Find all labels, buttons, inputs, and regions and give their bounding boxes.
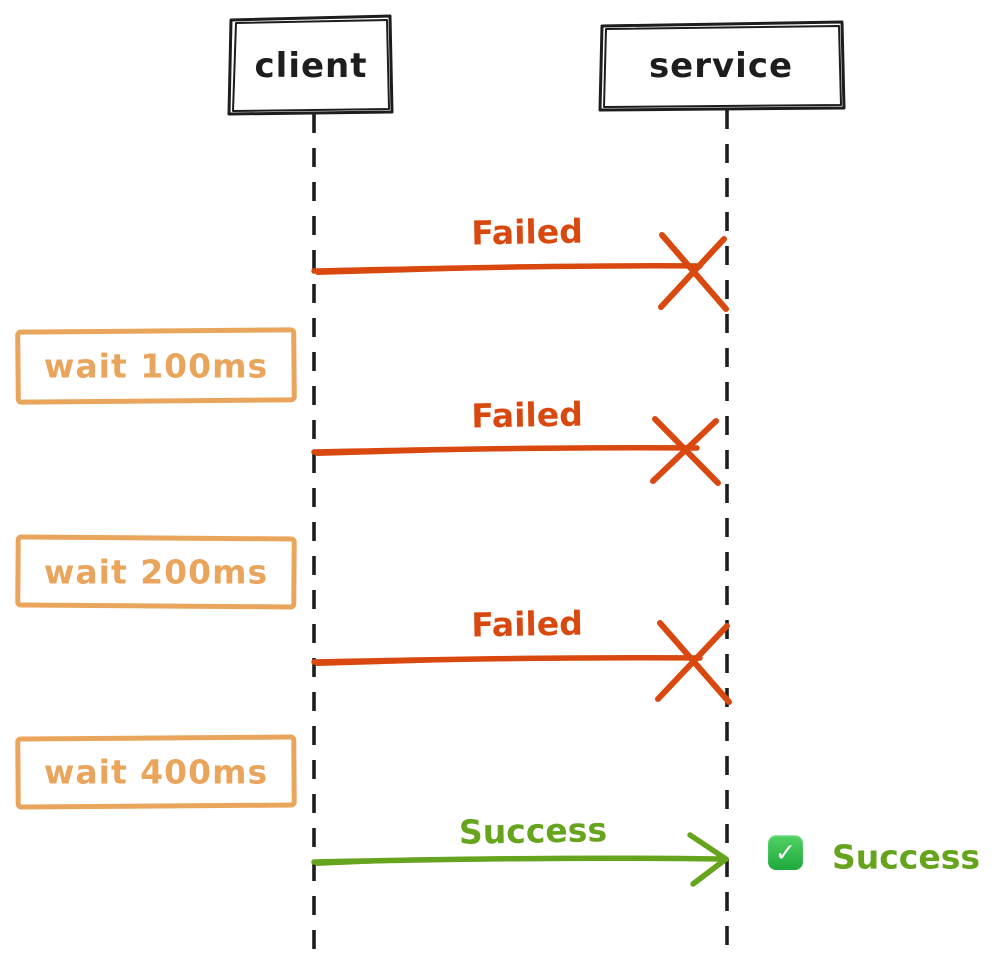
failed-arrow-1 [311,232,729,312]
service-actor-label: service [648,46,794,86]
failed-x-icon [650,416,721,486]
success-message-label: Success [458,810,608,852]
success-arrow [311,832,729,887]
failed-message-label-2: Failed [470,394,584,436]
client-actor-label: client [254,46,368,86]
check-mark-icon: ✓ [768,835,803,870]
failed-message-label-3: Failed [470,603,584,645]
client-actor-box [227,14,394,116]
wait-label-2: wait 200ms [43,552,269,592]
failed-arrow-3 [311,620,732,705]
wait-label-3: wait 400ms [43,752,269,792]
failed-x-icon [655,620,732,705]
check-glyph: ✓ [775,838,796,867]
failed-x-icon [658,232,729,312]
success-result-label: Success [831,837,981,877]
wait-box-2 [15,534,297,610]
failed-arrow-2 [311,416,721,486]
wait-label-1: wait 100ms [43,346,269,386]
wait-box-1 [15,327,297,405]
failed-message-label-1: Failed [470,211,584,253]
wait-box-3 [15,734,297,810]
service-actor-box [598,20,846,112]
